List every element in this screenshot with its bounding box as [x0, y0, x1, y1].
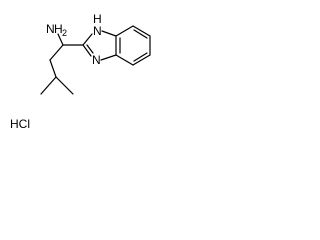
imidazole-n-label: N — [92, 53, 101, 67]
bond-n3-c3a — [100, 54, 117, 61]
molecule-canvas: N H 2 H N N HCl — [0, 0, 172, 145]
bond-c5-c4-double — [133, 52, 148, 62]
bond-c3-me2 — [55, 76, 74, 95]
imidazole-nh-n-label: N — [93, 24, 102, 38]
bond-c3-me1 — [40, 76, 57, 95]
bond-c2im-n3-double — [86, 44, 94, 54]
bond-c1-n — [57, 33, 64, 46]
bond-c1-c2 — [49, 44, 64, 61]
bond-c5-c4 — [132, 54, 151, 66]
bond-nh-c7a — [101, 30, 117, 37]
molecule-structure: N H 2 H N N HCl — [10, 12, 151, 131]
bond-c2im-n3 — [82, 44, 92, 57]
bond-c7a-c7 — [115, 25, 134, 37]
bond-c7-c6-double — [133, 29, 148, 39]
salt-label: HCl — [10, 117, 30, 131]
bond-c4-c3a — [115, 54, 134, 66]
amine-h-subscript: 2 — [62, 28, 67, 38]
bond-c2-c3 — [49, 59, 57, 78]
amine-n-label: N — [46, 22, 55, 36]
bond-c7-c6 — [132, 25, 151, 37]
imidazole-nh-h-label: H — [93, 12, 102, 26]
bond-c2im-nh — [82, 33, 93, 46]
amine-h-label: H — [54, 22, 63, 36]
